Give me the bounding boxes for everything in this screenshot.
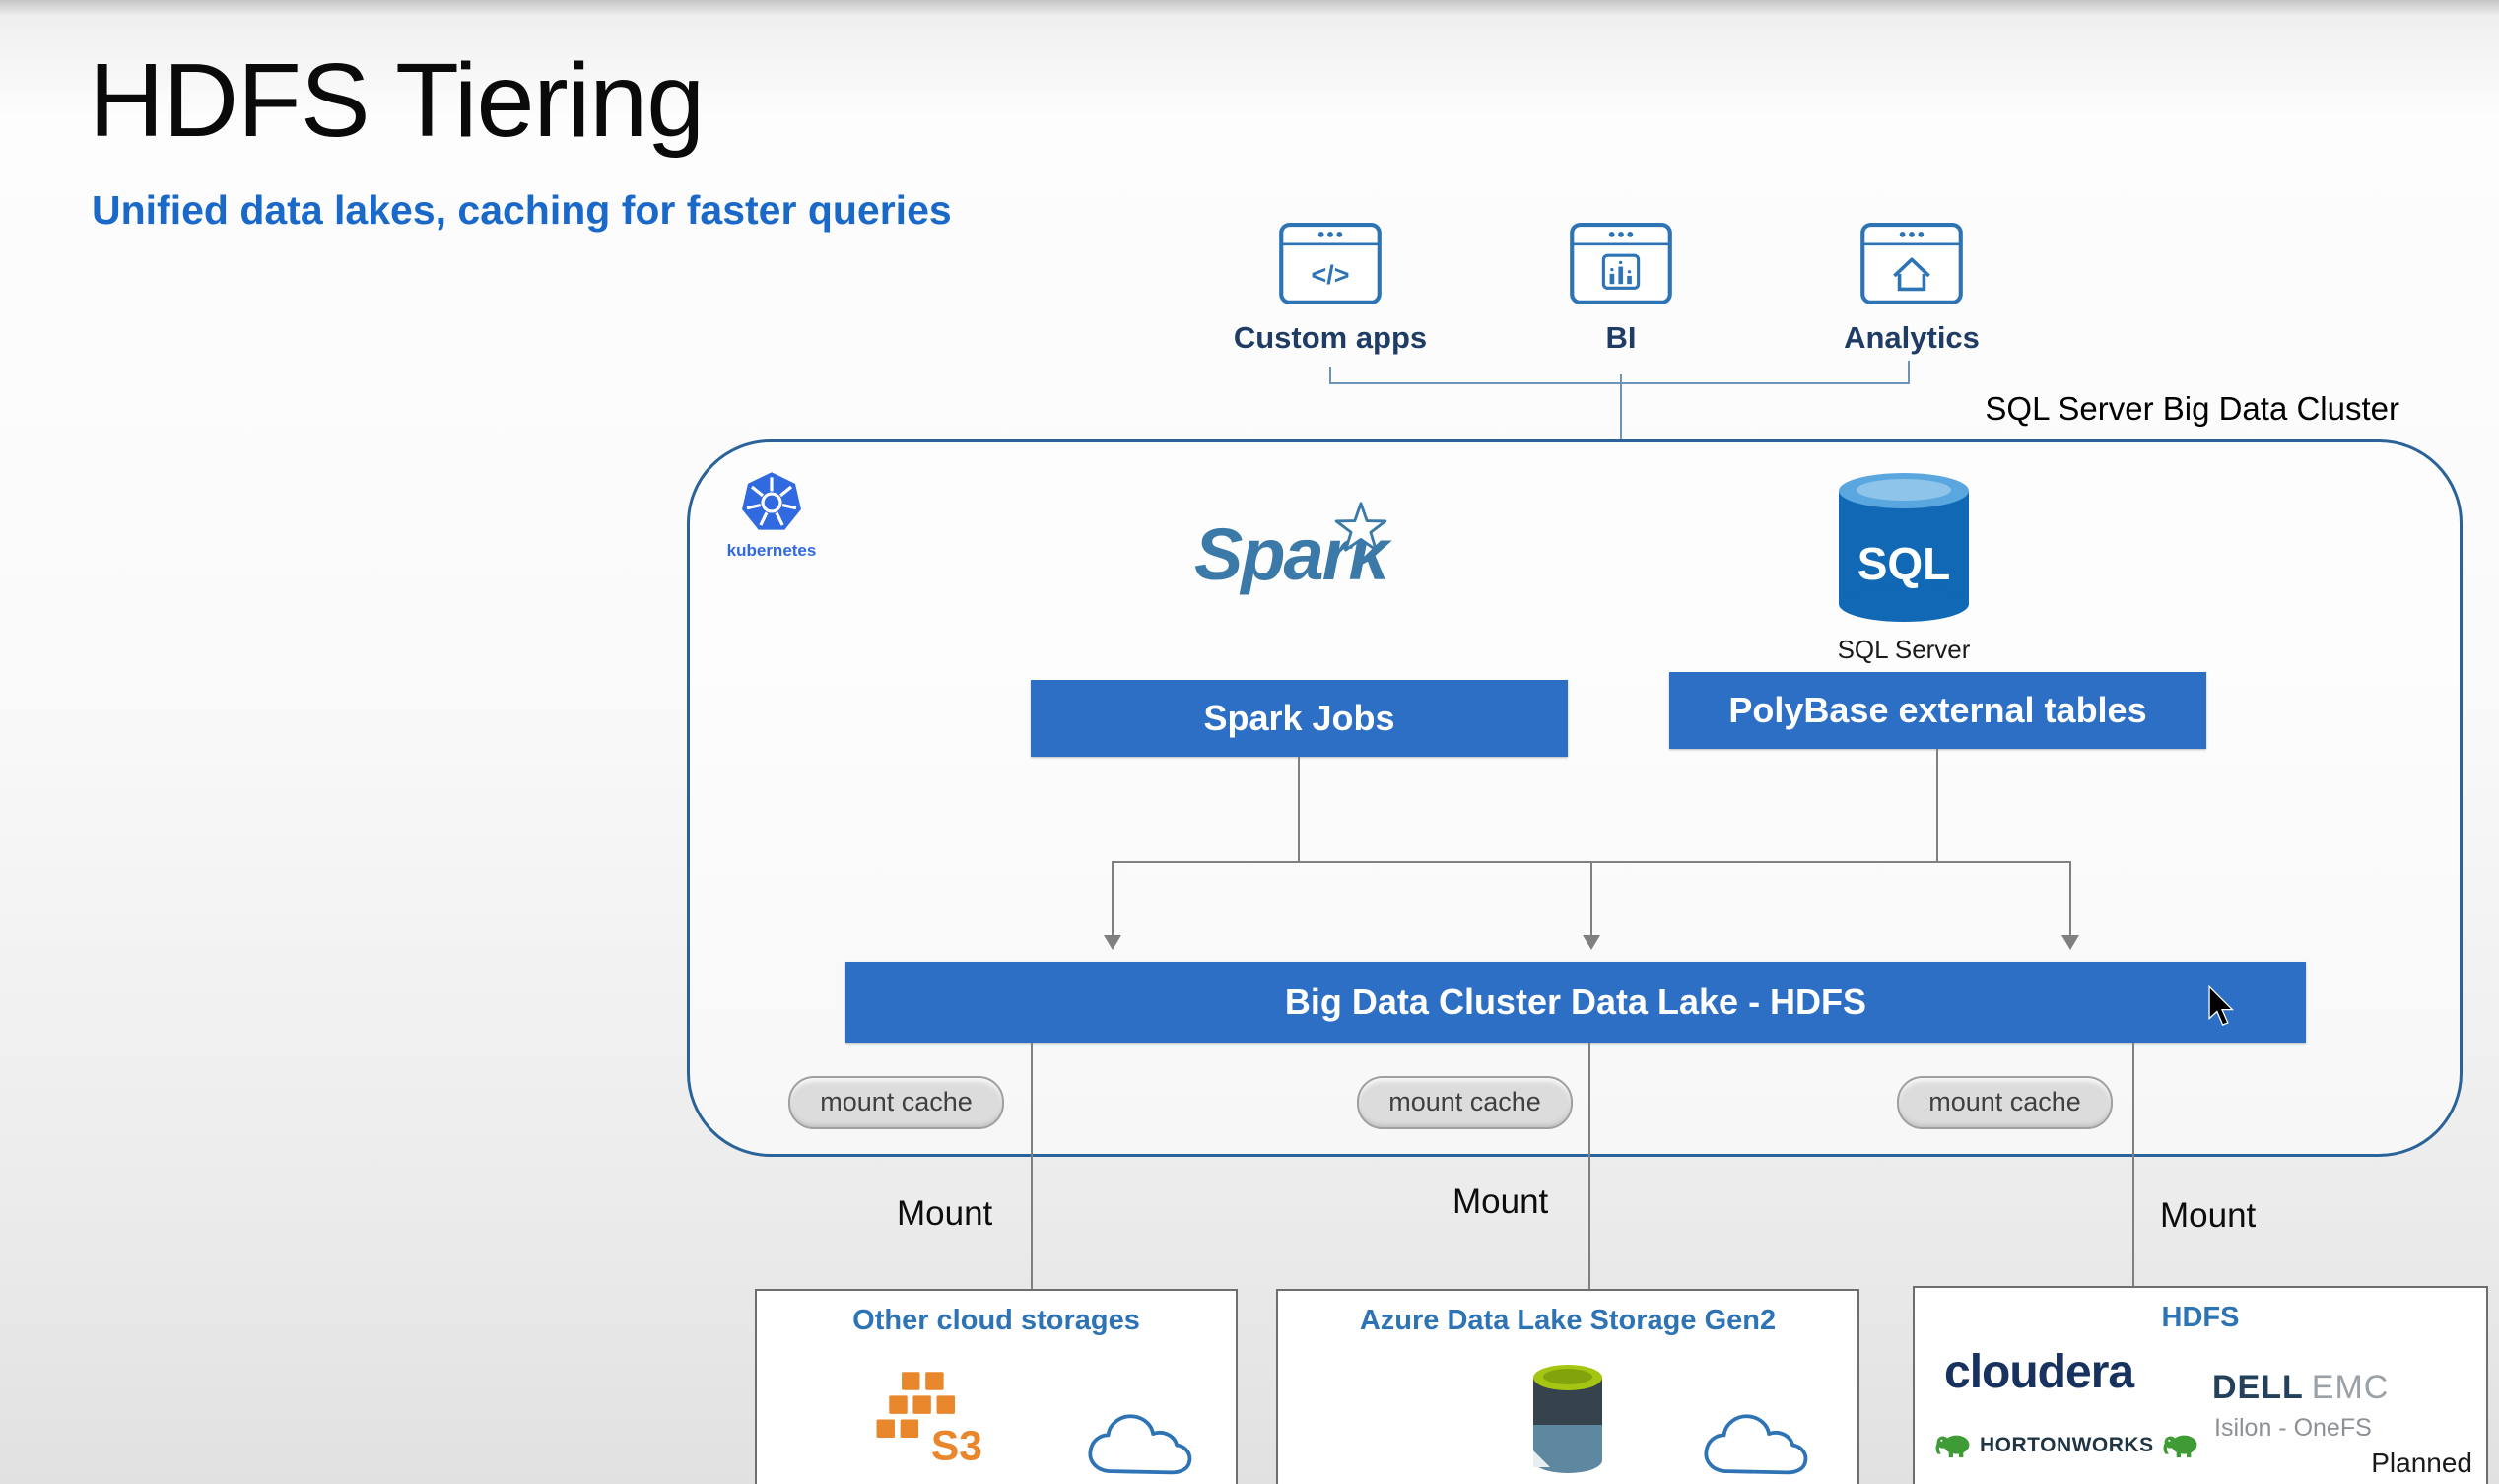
mount-label-2: Mount [1452, 1182, 1549, 1221]
mount-line-1 [1031, 1043, 1033, 1290]
mouse-cursor-icon [2208, 985, 2234, 1026]
hdfs-title: HDFS [2161, 1302, 2240, 1333]
sql-server-icon: SQL [1839, 473, 1969, 622]
kubernetes-label: kubernetes [726, 541, 817, 560]
elephant-icon [1935, 1435, 1970, 1458]
spark-jobs-box: Spark Jobs [1031, 680, 1568, 757]
cloudera-wordmark: cloudera [1944, 1346, 2134, 1398]
big-data-cluster-container [687, 439, 2463, 1157]
code-window-icon: </> [1279, 223, 1382, 304]
mount-line-2 [1588, 1043, 1590, 1290]
custom-apps-app: </> Custom apps [1212, 223, 1449, 356]
adls-cylinder-icon [1533, 1365, 1602, 1473]
arrow-stem-3 [2069, 861, 2071, 936]
home-window-icon [1860, 223, 1963, 304]
storage-box-other-clouds: Other cloud storages S3 [755, 1289, 1238, 1484]
storage-box-adls: Azure Data Lake Storage Gen2 [1276, 1289, 1859, 1484]
bi-app: BI [1503, 223, 1739, 356]
emc-wordmark: EMC [2311, 1369, 2390, 1406]
kubernetes-icon [742, 472, 801, 530]
spark-star-icon [1334, 502, 1387, 552]
mount-line-3 [2132, 1043, 2134, 1288]
svg-text:S3: S3 [931, 1423, 982, 1470]
connector-drop [1620, 374, 1622, 439]
mount-cache-pill-2: mount cache [1357, 1076, 1573, 1129]
isilon-label: Isilon - OneFS [2214, 1414, 2372, 1442]
spark-jobs-connector [1298, 757, 1300, 863]
cluster-label: SQL Server Big Data Cluster [1985, 390, 2399, 427]
hdfs-data-lake-bar: Big Data Cluster Data Lake - HDFS [845, 962, 2306, 1043]
analytics-label: Analytics [1844, 320, 1980, 355]
cloud-icon [1088, 1414, 1192, 1475]
arrow-stem-2 [1590, 861, 1592, 936]
connector-stub-right [1908, 361, 1910, 383]
s3-icon: S3 [875, 1369, 982, 1470]
svg-text:SQL: SQL [1857, 538, 1951, 589]
page-title: HDFS Tiering [89, 42, 705, 159]
cloud-icon [1704, 1414, 1808, 1475]
arrow-stem-1 [1112, 861, 1114, 936]
arrowhead-2 [1583, 935, 1600, 950]
mount-cache-pill-1: mount cache [788, 1076, 1004, 1129]
polybase-connector [1936, 749, 1938, 863]
custom-apps-label: Custom apps [1233, 320, 1428, 355]
mount-label-1: Mount [897, 1194, 993, 1233]
svg-text:</>: </> [1312, 260, 1350, 290]
mount-label-3: Mount [2160, 1196, 2257, 1235]
dell-wordmark: DELL [2212, 1369, 2304, 1406]
connector-horizontal [1329, 382, 1910, 384]
page-subtitle: Unified data lakes, caching for faster q… [92, 187, 952, 233]
mount-cache-pill-3: mount cache [1897, 1076, 2113, 1129]
other-clouds-title: Other cloud storages [852, 1305, 1140, 1336]
polybase-box: PolyBase external tables [1669, 672, 2206, 749]
elephant-icon [2163, 1435, 2197, 1458]
adls-title: Azure Data Lake Storage Gen2 [1359, 1305, 1777, 1336]
bi-label: BI [1605, 320, 1637, 355]
connector-stub-left [1329, 367, 1331, 383]
bar-chart-window-icon [1570, 223, 1672, 304]
analytics-app: Analytics [1793, 223, 2030, 356]
planned-badge: Planned [2371, 1448, 2472, 1478]
hortonworks-wordmark: HORTONWORKS [1980, 1434, 2154, 1456]
arrowhead-1 [1104, 935, 1121, 950]
hortonworks-logo: HORTONWORKS [1934, 1432, 2199, 1459]
arrowhead-3 [2061, 935, 2079, 950]
sql-server-label: SQL Server [1837, 635, 1971, 664]
